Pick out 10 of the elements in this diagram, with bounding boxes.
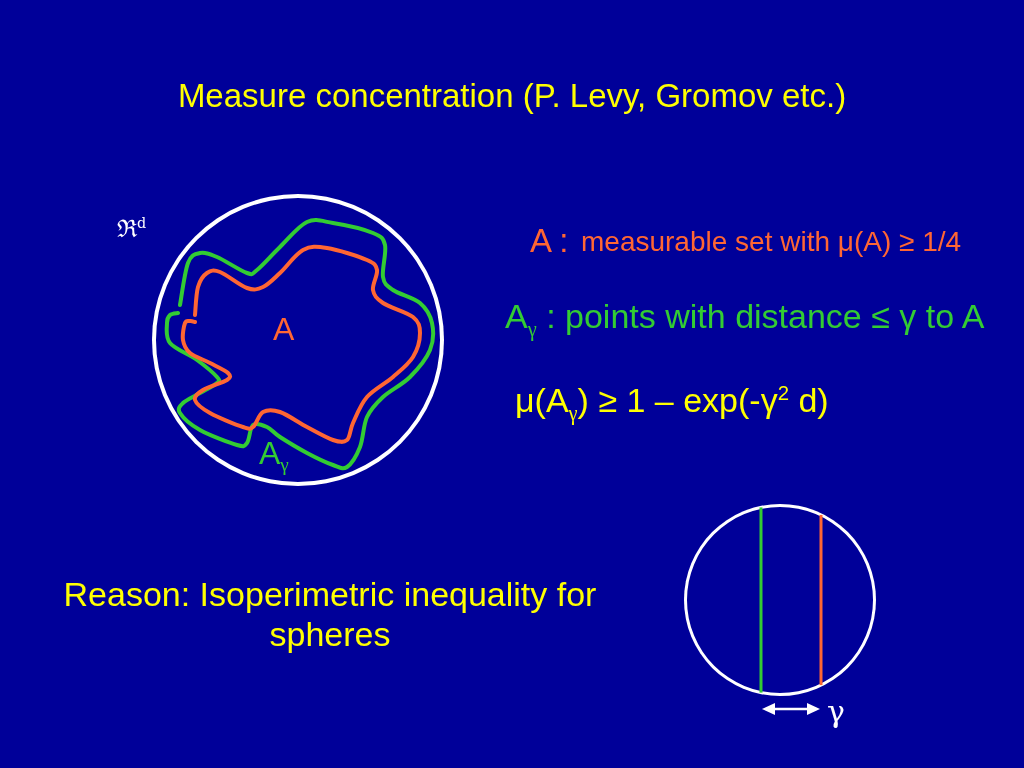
slide-title: Measure concentration (P. Levy, Gromov etc.) <box>177 76 847 116</box>
set-label: A <box>273 310 295 349</box>
definition-text: A$_{γ}$ : points with distance ≤ γ to A <box>505 296 985 339</box>
term-label: A : <box>530 221 569 261</box>
space-symbol: ℜ$^{d}$ <box>117 214 147 245</box>
distance-label: γ <box>827 693 845 731</box>
reason-text: Reason: Isoperimetric inequality for spheres <box>62 574 598 654</box>
definition-text: measurable set with μ(A) ≥ 1/4 <box>581 225 962 259</box>
set-label: A$_{γ}$ <box>259 434 289 475</box>
inequality-formula: μ(A$_{γ}$) ≥ 1 – exp(-γ$^{2}$ d) <box>515 380 829 423</box>
